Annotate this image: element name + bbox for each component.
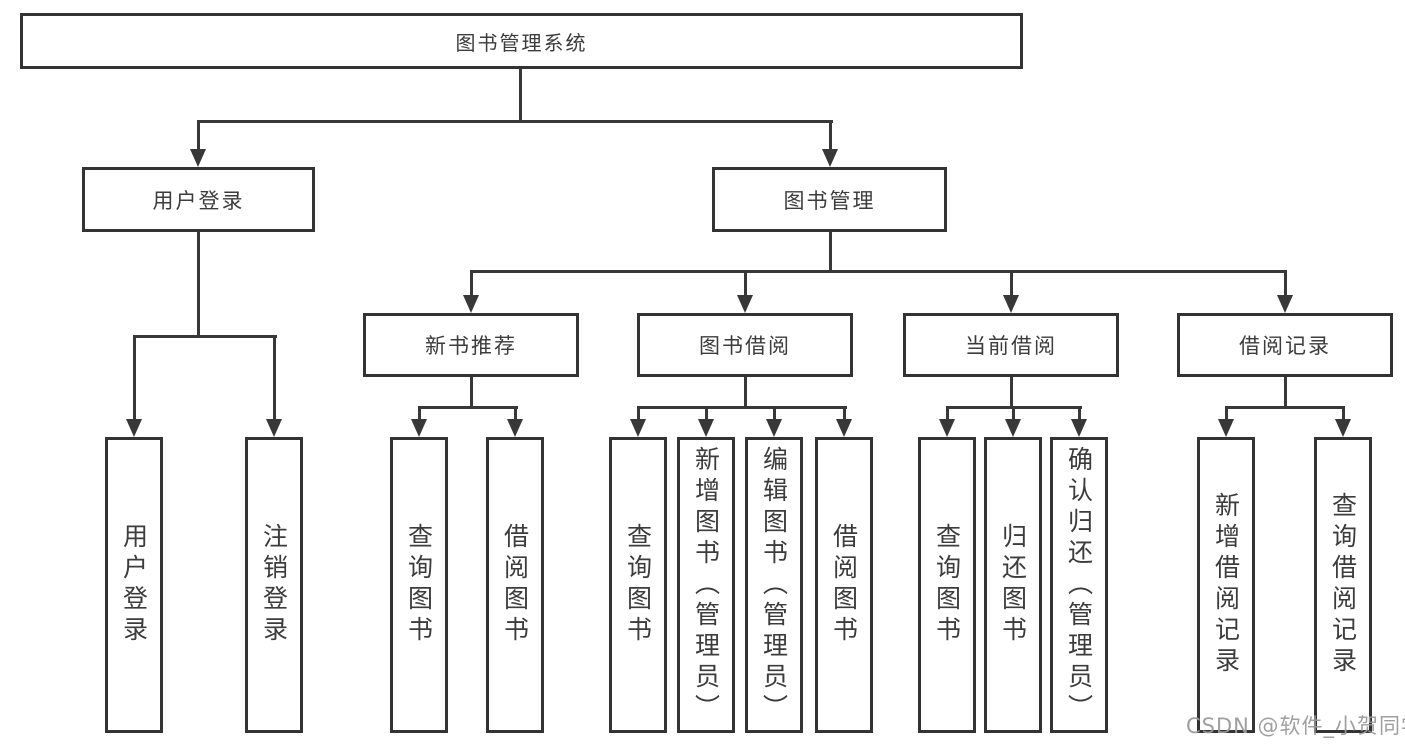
connector-line [133, 335, 277, 338]
leaf-add-borrow-record: 新增借阅记录 [1197, 437, 1255, 733]
arrow-down-icon [1003, 295, 1019, 313]
connector-line [744, 377, 747, 409]
leaf-label: 借阅图书 [829, 523, 859, 647]
connector-line [1225, 406, 1345, 409]
connector-line [637, 406, 640, 421]
arrow-down-icon [266, 419, 282, 437]
leaf-label: 确认归还（管理员） [1064, 445, 1094, 725]
leaf-confirm-return-admin: 确认归还（管理员） [1050, 437, 1108, 733]
connector-line [133, 335, 136, 421]
leaf-user-login: 用户登录 [105, 437, 163, 733]
connector-line [519, 69, 522, 122]
leaf-label: 新增借阅记录 [1211, 492, 1241, 678]
arrow-down-icon [1071, 419, 1087, 437]
leaf-borrow-books-recommend: 借阅图书 [486, 437, 544, 733]
leaf-label: 归还图书 [998, 523, 1028, 647]
leaf-label: 借阅图书 [500, 523, 530, 647]
leaf-label: 注销登录 [259, 523, 289, 647]
node-book-management: 图书管理 [712, 167, 947, 232]
leaf-label: 查询图书 [932, 523, 962, 647]
leaf-edit-book-admin: 编辑图书（管理员） [745, 437, 803, 733]
connector-line [829, 232, 832, 273]
leaf-query-books-recommend: 查询图书 [390, 437, 448, 733]
connector-line [470, 270, 1287, 273]
node-book-borrow: 图书借阅 [637, 313, 853, 377]
arrow-down-icon [1335, 419, 1351, 437]
connector-line [418, 406, 518, 409]
leaf-add-book-admin: 新增图书（管理员） [677, 437, 735, 733]
connector-line [705, 406, 708, 421]
leaf-borrow-books: 借阅图书 [815, 437, 873, 733]
arrow-down-icon [766, 419, 782, 437]
leaf-label: 查询借阅记录 [1328, 492, 1358, 678]
arrow-down-icon [507, 419, 523, 437]
arrow-down-icon [190, 149, 206, 167]
node-borrow-records: 借阅记录 [1177, 313, 1393, 377]
connector-line [197, 120, 200, 151]
leaf-query-books-current: 查询图书 [918, 437, 976, 733]
arrow-down-icon [1005, 419, 1021, 437]
leaf-query-borrow-record: 查询借阅记录 [1314, 437, 1372, 733]
node-current-borrow: 当前借阅 [903, 313, 1119, 377]
arrow-down-icon [126, 419, 142, 437]
connector-line [946, 406, 949, 421]
node-user-login: 用户登录 [82, 167, 315, 232]
connector-line [418, 406, 421, 421]
arrow-down-icon [463, 295, 479, 313]
leaf-label: 查询图书 [623, 523, 653, 647]
connector-line [1225, 406, 1228, 421]
leaf-return-book: 归还图书 [984, 437, 1042, 733]
leaf-label: 查询图书 [404, 523, 434, 647]
arrow-down-icon [737, 295, 753, 313]
arrow-down-icon [630, 419, 646, 437]
connector-line [470, 377, 473, 409]
leaf-logout: 注销登录 [245, 437, 303, 733]
connector-line [843, 406, 846, 421]
connector-line [197, 120, 833, 123]
leaf-label: 编辑图书（管理员） [759, 445, 789, 725]
connector-line [470, 270, 473, 297]
csdn-watermark: CSDN @软件_小贺同学 [1186, 714, 1405, 738]
connector-line [1012, 406, 1015, 421]
arrow-down-icon [1277, 295, 1293, 313]
connector-line [1010, 377, 1013, 409]
arrow-down-icon [939, 419, 955, 437]
leaf-query-books-borrow: 查询图书 [609, 437, 667, 733]
connector-line [514, 406, 517, 421]
connector-line [1078, 406, 1081, 421]
connector-line [1284, 377, 1287, 409]
arrow-down-icon [698, 419, 714, 437]
connector-line [273, 335, 276, 421]
leaf-label: 用户登录 [119, 523, 149, 647]
arrow-down-icon [822, 149, 838, 167]
connector-line [197, 232, 200, 338]
connector-line [744, 270, 747, 297]
node-root-system: 图书管理系统 [20, 13, 1023, 69]
leaf-label: 新增图书（管理员） [691, 445, 721, 725]
arrow-down-icon [411, 419, 427, 437]
connector-line [1010, 270, 1013, 297]
node-new-book-recommend: 新书推荐 [363, 313, 579, 377]
connector-line [829, 120, 832, 151]
arrow-down-icon [1218, 419, 1234, 437]
connector-line [637, 406, 847, 409]
connector-line [1284, 270, 1287, 297]
arrow-down-icon [836, 419, 852, 437]
connector-line [1342, 406, 1345, 421]
connector-line [773, 406, 776, 421]
